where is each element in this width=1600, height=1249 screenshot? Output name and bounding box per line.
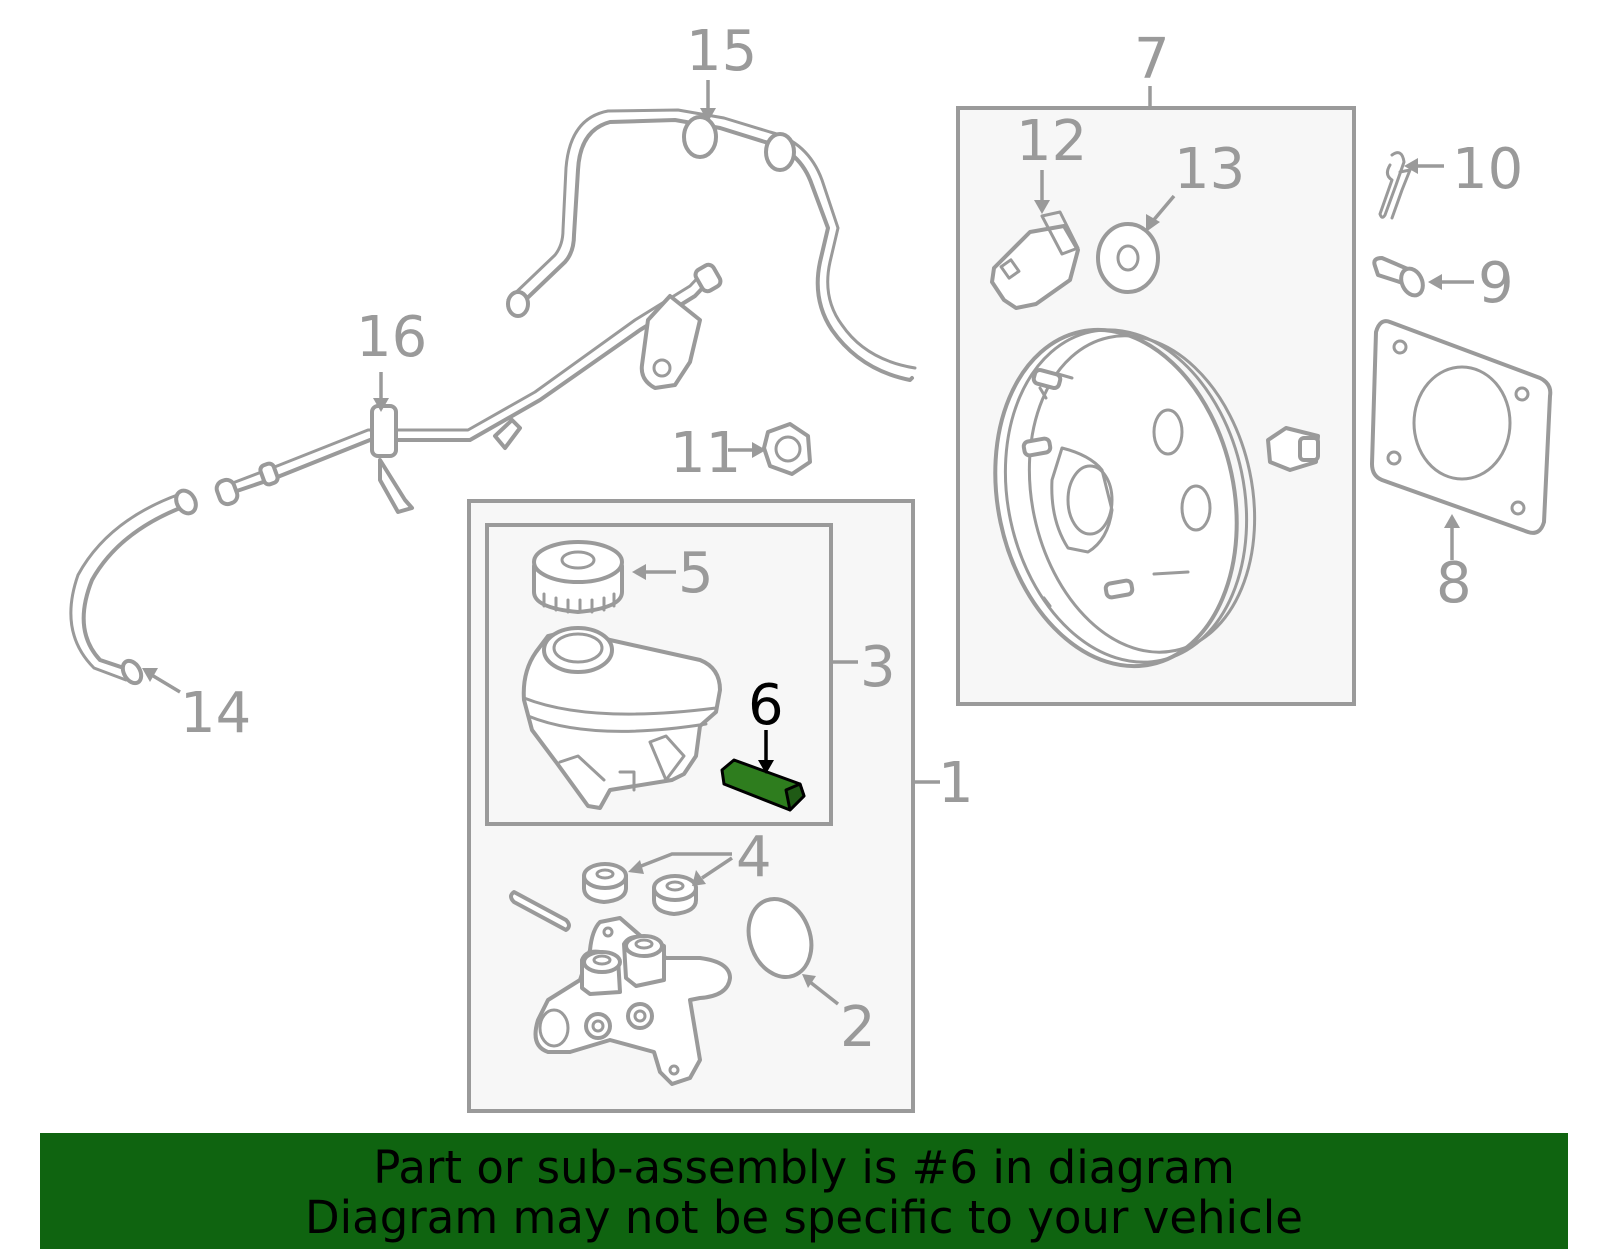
part-8-gasket[interactable]: [1370, 319, 1553, 535]
part-9-pin[interactable]: [1372, 256, 1427, 299]
callout-9: 9: [1478, 251, 1514, 316]
part-2-o-ring[interactable]: [738, 890, 822, 986]
callout-3: 3: [860, 635, 896, 700]
part-14-vacuum-hose[interactable]: [69, 487, 200, 686]
part-3-reservoir[interactable]: [521, 626, 722, 810]
part-7-brake-booster[interactable]: [965, 307, 1320, 689]
callout-2: 2: [840, 995, 876, 1060]
callout-12: 12: [1016, 109, 1087, 174]
callout-4: 4: [736, 825, 772, 890]
leader-lines: [142, 80, 1474, 1006]
part-11-nut[interactable]: [762, 422, 812, 476]
callout-8: 8: [1436, 551, 1472, 616]
part-4-seals[interactable]: [582, 862, 698, 916]
part-1-master-cylinder[interactable]: [509, 890, 732, 1086]
banner-line-2: Diagram may not be specific to your vehi…: [305, 1191, 1303, 1244]
callout-10: 10: [1452, 137, 1523, 202]
callout-13: 13: [1174, 137, 1245, 202]
callout-6: 6: [748, 673, 784, 738]
info-banner: Part or sub-assembly is #6 in diagram Di…: [40, 1133, 1568, 1249]
part-5-reservoir-cap[interactable]: [532, 540, 624, 614]
callout-14: 14: [180, 681, 251, 746]
callout-7: 7: [1134, 27, 1170, 92]
callout-11: 11: [670, 421, 741, 486]
callout-1: 1: [938, 751, 974, 816]
callout-16: 16: [356, 305, 427, 370]
part-13-grommet[interactable]: [1096, 222, 1160, 294]
part-6-highlighted[interactable]: [720, 758, 806, 812]
part-10-clip[interactable]: [1378, 151, 1412, 220]
part-15-vacuum-hose[interactable]: [506, 108, 917, 382]
banner-line-1: Part or sub-assembly is #6 in diagram: [373, 1141, 1235, 1194]
callout-5: 5: [678, 541, 714, 606]
callout-labels: 15 7 12 13 10 9 16 11 8 5 3 14 6 1 4 2: [180, 19, 1523, 1060]
callout-15: 15: [686, 19, 757, 84]
part-12-sensor[interactable]: [990, 210, 1080, 310]
part-16-vacuum-line[interactable]: [214, 262, 723, 514]
